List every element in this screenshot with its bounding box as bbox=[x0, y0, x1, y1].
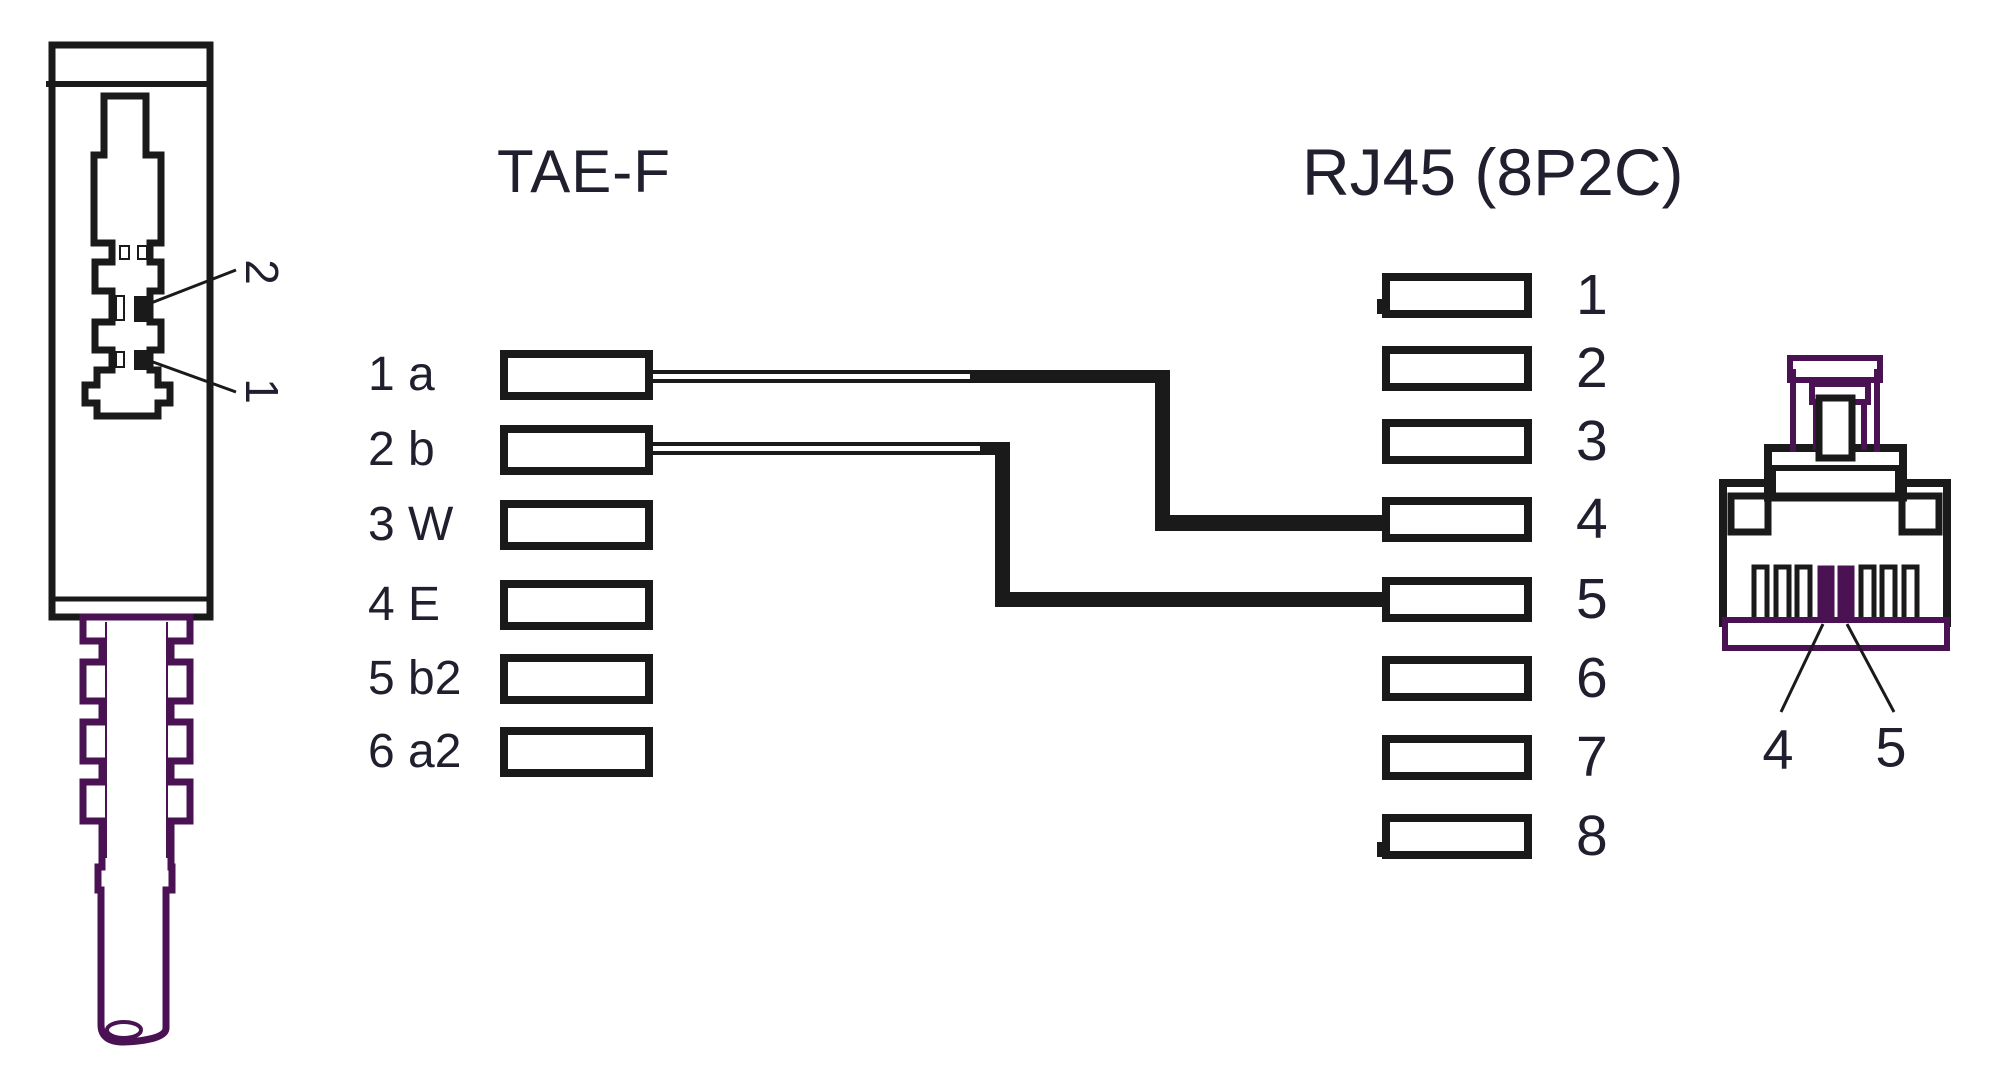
rj45-pin-row-6: 6 bbox=[0, 648, 2000, 708]
tae-pin-label: 5 b2 bbox=[368, 652, 462, 705]
rj45-pin-row-5: 5 bbox=[0, 569, 2000, 629]
tae-pin-row-1: 1 a bbox=[0, 350, 2000, 400]
rj45-pin-number: 8 bbox=[1576, 804, 1608, 868]
tae-cable-end bbox=[105, 1020, 143, 1040]
tae-key-slot-detail bbox=[119, 245, 130, 260]
tae-pin-row-4: 4 E bbox=[0, 580, 2000, 630]
rj45-pin8-nub bbox=[1377, 842, 1390, 857]
rj45-plug-notch-left bbox=[1727, 492, 1772, 536]
wire-1a-to-4-into-pin bbox=[1155, 515, 1384, 531]
tae-column-title: TAE-F bbox=[497, 138, 671, 205]
rj45-pin-row-1: 1 bbox=[0, 265, 2000, 325]
rj45-contact-5-label: 5 bbox=[1875, 716, 1906, 779]
tae-key-slot-detail bbox=[115, 295, 125, 321]
tae-pin-row-6: 6 a2 bbox=[0, 727, 2000, 777]
tae-contact-1 bbox=[134, 350, 150, 370]
rj45-pin-row-3: 3 bbox=[0, 411, 2000, 471]
tae-contact-1-leader bbox=[152, 360, 237, 394]
rj45-pin-box bbox=[1377, 814, 1532, 859]
rj45-contact-4-leader bbox=[1779, 623, 1825, 713]
tae-key-profile bbox=[81, 92, 174, 420]
wire-2b-to-5-into-pin bbox=[995, 592, 1384, 607]
rj45-slot-3 bbox=[1794, 564, 1813, 626]
rj45-pin1-nub bbox=[1377, 299, 1390, 314]
rj45-pin-row-8: 8 bbox=[0, 806, 2000, 866]
rj45-pin-number: 1 bbox=[1576, 263, 1608, 327]
wire-1a-to-4-outlined-segment bbox=[653, 370, 975, 383]
rj45-pin-box bbox=[1377, 273, 1532, 318]
tae-pin-box bbox=[500, 425, 653, 475]
rj45-pin-row-7: 7 bbox=[0, 727, 2000, 787]
tae-pin-box bbox=[500, 727, 653, 777]
tae-contact-2-label: 2 bbox=[236, 259, 288, 285]
tae-contact-1-label: 1 bbox=[236, 378, 288, 404]
tae-pin-label: 3 W bbox=[368, 498, 454, 551]
rj45-pin-box bbox=[1382, 735, 1532, 780]
tae-pin-label: 2 b bbox=[368, 423, 435, 476]
rj45-contact-5-leader bbox=[1845, 623, 1896, 713]
rj45-pin-row-4: 4 bbox=[0, 489, 2000, 549]
tae-pin-box bbox=[500, 500, 653, 550]
rj45-pin-box bbox=[1382, 419, 1532, 464]
rj45-pin-number: 4 bbox=[1576, 487, 1608, 551]
wire-1a-to-4-vertical bbox=[1155, 370, 1170, 531]
rj45-slot-2 bbox=[1773, 564, 1792, 626]
rj45-slot-1 bbox=[1751, 564, 1770, 626]
wire-2b-to-5-outlined-segment bbox=[653, 442, 985, 455]
rj45-pin-number: 2 bbox=[1576, 336, 1608, 400]
rj45-slot-8 bbox=[1901, 564, 1920, 626]
tae-contact-2 bbox=[134, 296, 150, 322]
wire-1a-to-4-horizontal bbox=[970, 370, 1170, 383]
rj45-plug-drawing: 4 5 bbox=[1719, 355, 1951, 781]
rj45-pin-box bbox=[1382, 577, 1532, 622]
tae-pin-label: 1 a bbox=[368, 348, 435, 401]
rj45-pin-row-2: 2 bbox=[0, 338, 2000, 398]
rj45-pin-number: 7 bbox=[1576, 725, 1608, 789]
rj45-slot-5-contact bbox=[1837, 565, 1855, 625]
rj45-contact-4-label: 4 bbox=[1762, 718, 1793, 781]
rj45-slot-7 bbox=[1879, 564, 1898, 626]
rj45-column-title: RJ45 (8P2C) bbox=[1302, 135, 1684, 209]
tae-pin-row-5: 5 b2 bbox=[0, 654, 2000, 704]
tae-contact-2-leader bbox=[150, 268, 237, 305]
rj45-pin-number: 5 bbox=[1576, 567, 1608, 631]
tae-pin-row-2: 2 b bbox=[0, 425, 2000, 475]
tae-pin-label: 4 E bbox=[368, 578, 441, 631]
rj45-plug-base-band bbox=[1722, 617, 1950, 651]
rj45-plug-notch-right bbox=[1898, 492, 1943, 536]
rj45-pin-number: 6 bbox=[1576, 646, 1608, 710]
rj45-slot-4-contact bbox=[1817, 565, 1835, 625]
tae-key-slot-detail bbox=[137, 245, 148, 260]
rj45-pin-box bbox=[1382, 346, 1532, 391]
wire-2b-to-5-vertical bbox=[995, 442, 1010, 607]
tae-strain-relief bbox=[79, 613, 194, 1046]
rj45-slot-6 bbox=[1858, 564, 1877, 626]
tae-pin-box bbox=[500, 580, 653, 630]
tae-pin-box bbox=[500, 654, 653, 704]
rj45-latch-tab bbox=[1815, 394, 1856, 462]
tae-plug-drawing: 2 1 bbox=[46, 41, 288, 1046]
tae-pin-label: 6 a2 bbox=[368, 725, 462, 778]
rj45-pin-box bbox=[1382, 497, 1532, 542]
rj45-pin-number: 3 bbox=[1576, 409, 1608, 473]
rj45-pin-box bbox=[1382, 656, 1532, 701]
rj45-latch-outer-bar bbox=[1787, 355, 1883, 383]
tae-pin-row-3: 3 W bbox=[0, 500, 2000, 550]
tae-key-slot-detail bbox=[115, 351, 125, 368]
tae-pin-box bbox=[500, 350, 653, 400]
